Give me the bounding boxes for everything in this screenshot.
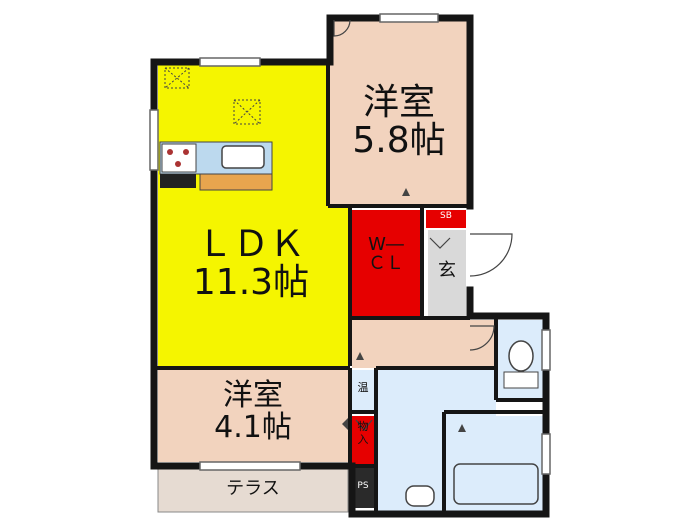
- hallway: [352, 320, 494, 368]
- bedroom-south-size: 4.1帖: [214, 409, 292, 445]
- kitchen-island: [199, 173, 273, 191]
- toilet-tank: [503, 371, 539, 389]
- bedroom-north-name: 洋室: [362, 82, 435, 123]
- window: [199, 461, 301, 471]
- terrace-label: テラス: [226, 478, 280, 499]
- entrance-label: 玄: [438, 260, 456, 281]
- bedroom-north-size: 5.8帖: [352, 119, 446, 161]
- shoe-box-label: SB: [440, 211, 452, 221]
- ventilation-icon: [164, 67, 190, 89]
- bedroom-north-room: [330, 16, 468, 204]
- sink: [221, 145, 265, 169]
- bedroom-south-label: 洋室 4.1帖: [198, 380, 308, 443]
- exterior-wall: [150, 14, 474, 210]
- entrance-area: [428, 230, 466, 316]
- burner-icon: [167, 149, 173, 155]
- wcl-label: W― ＣＬ: [354, 234, 418, 274]
- window: [199, 57, 261, 67]
- washbasin: [405, 485, 435, 507]
- shoe-box: [426, 210, 466, 228]
- wcl-line2: ＣＬ: [368, 252, 404, 274]
- stove: [161, 143, 197, 173]
- fridge-space: [160, 174, 196, 188]
- pipe-space-label: PS: [357, 481, 369, 491]
- ldk-size: 11.3帖: [192, 261, 310, 303]
- burner-icon: [183, 149, 189, 155]
- toilet-icon: [508, 340, 534, 372]
- bathtub: [453, 463, 539, 505]
- terrace-area: [157, 467, 349, 513]
- entrance-door: [469, 233, 513, 277]
- storage-area: [352, 416, 374, 464]
- window: [541, 433, 551, 475]
- exterior-wall: [348, 286, 550, 518]
- water-heater-label: 温: [357, 381, 369, 394]
- pipe-space: [352, 468, 374, 508]
- door: [469, 325, 495, 351]
- ldk-label: ＬＤＫ 11.3帖: [186, 226, 316, 302]
- ldk-name: ＬＤＫ: [196, 224, 305, 265]
- ldk-room: [158, 64, 348, 366]
- wcl-room: [352, 210, 420, 316]
- bedroom-north-label: 洋室 5.8帖: [344, 84, 454, 160]
- wcl-line1: W―: [368, 234, 404, 255]
- window: [541, 329, 551, 371]
- storage-label: 物入: [357, 420, 369, 447]
- water-heater-box: [352, 370, 374, 410]
- window: [379, 13, 439, 23]
- burner-icon: [175, 161, 181, 167]
- bedroom-south-name: 洋室: [223, 378, 283, 413]
- window: [149, 109, 159, 171]
- ventilation-icon: [233, 99, 261, 125]
- door: [333, 19, 351, 37]
- bedroom-south-room: [158, 370, 348, 462]
